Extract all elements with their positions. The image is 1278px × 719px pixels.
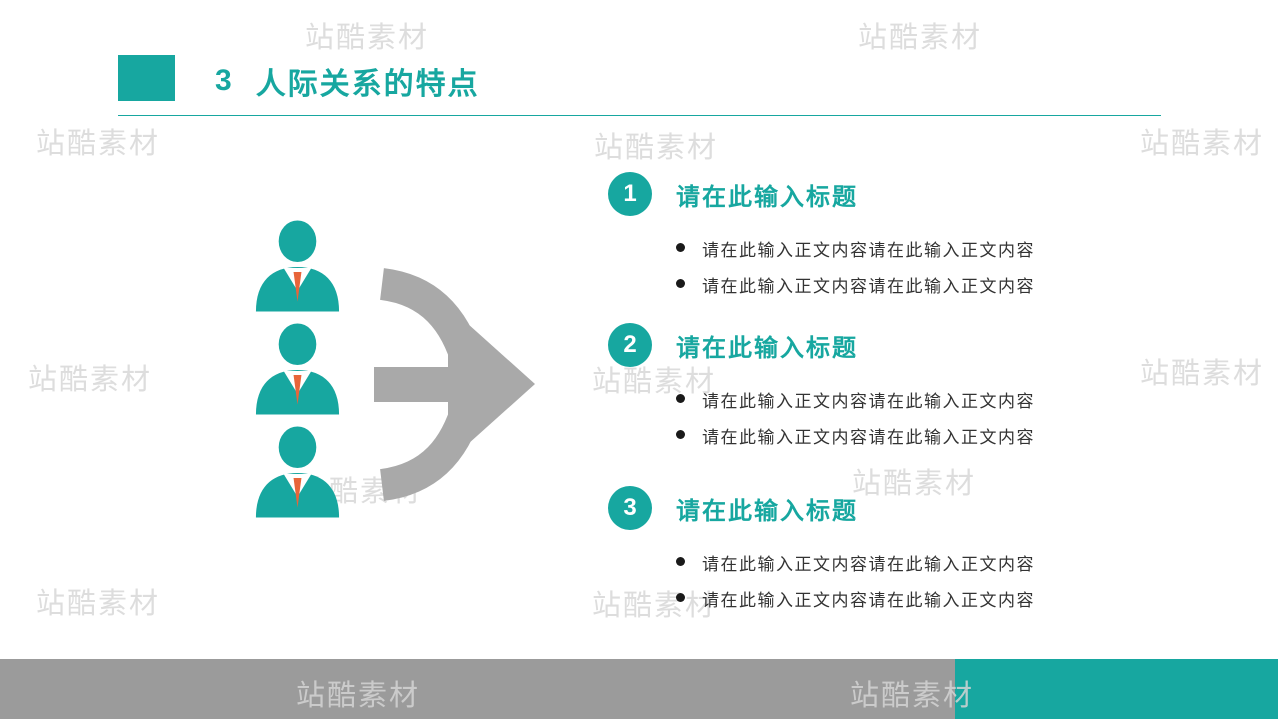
bullet-text: 请在此输入正文内容请在此输入正文内容 [702, 277, 1035, 296]
section-title: 请在此输入标题 [676, 334, 858, 362]
watermark: 站酷素材 [1140, 128, 1265, 160]
watermark: 站酷素材 [858, 22, 983, 54]
bullet-dot-icon [676, 394, 685, 403]
page-title: 3 人际关系的特点 [215, 60, 480, 102]
merge-arrow-icon [374, 268, 535, 501]
section-number-badge: 1 [608, 172, 652, 216]
bullet-item: 请在此输入正文内容请在此输入正文内容 [676, 272, 1088, 296]
bullet-dot-icon [676, 593, 685, 602]
watermark: 站酷素材 [36, 588, 161, 620]
bullet-dot-icon [676, 430, 685, 439]
bullet-dot-icon [676, 279, 685, 288]
section-number-badge: 2 [608, 323, 652, 367]
bullet-dot-icon [676, 243, 685, 252]
bullet-item: 请在此输入正文内容请在此输入正文内容 [676, 586, 1088, 610]
watermark: 站酷素材 [36, 128, 161, 160]
bullet-text: 请在此输入正文内容请在此输入正文内容 [702, 241, 1035, 260]
person-icon [255, 426, 340, 518]
content-section: 1 请在此输入标题 请在此输入正文内容请在此输入正文内容 请在此输入正文内容请在… [608, 172, 1088, 308]
bullet-text: 请在此输入正文内容请在此输入正文内容 [702, 392, 1035, 411]
content-section: 2 请在此输入标题 请在此输入正文内容请在此输入正文内容 请在此输入正文内容请在… [608, 323, 1088, 459]
bullet-item: 请在此输入正文内容请在此输入正文内容 [676, 550, 1088, 574]
bullet-text: 请在此输入正文内容请在此输入正文内容 [702, 428, 1035, 447]
title-underline [118, 115, 1161, 116]
section-title: 请在此输入标题 [676, 183, 858, 211]
watermark: 站酷素材 [28, 364, 153, 396]
section-title: 请在此输入标题 [676, 497, 858, 525]
person-icon [255, 220, 340, 312]
bullet-text: 请在此输入正文内容请在此输入正文内容 [702, 555, 1035, 574]
section-number-badge: 3 [608, 486, 652, 530]
bullet-item: 请在此输入正文内容请在此输入正文内容 [676, 387, 1088, 411]
footer-accent-bar [955, 659, 1278, 719]
person-icon [255, 323, 340, 415]
bullet-item: 请在此输入正文内容请在此输入正文内容 [676, 423, 1088, 447]
title-accent-square [118, 55, 175, 101]
bullet-dot-icon [676, 557, 685, 566]
slide-number: 3 [215, 64, 234, 97]
watermark: 站酷素材 [594, 132, 719, 164]
watermark: 站酷素材 [1140, 358, 1265, 390]
slide-title-text: 人际关系的特点 [255, 68, 480, 101]
content-section: 3 请在此输入标题 请在此输入正文内容请在此输入正文内容 请在此输入正文内容请在… [608, 486, 1088, 622]
bullet-item: 请在此输入正文内容请在此输入正文内容 [676, 236, 1088, 260]
watermark: 站酷素材 [305, 22, 430, 54]
bullet-text: 请在此输入正文内容请在此输入正文内容 [702, 591, 1035, 610]
